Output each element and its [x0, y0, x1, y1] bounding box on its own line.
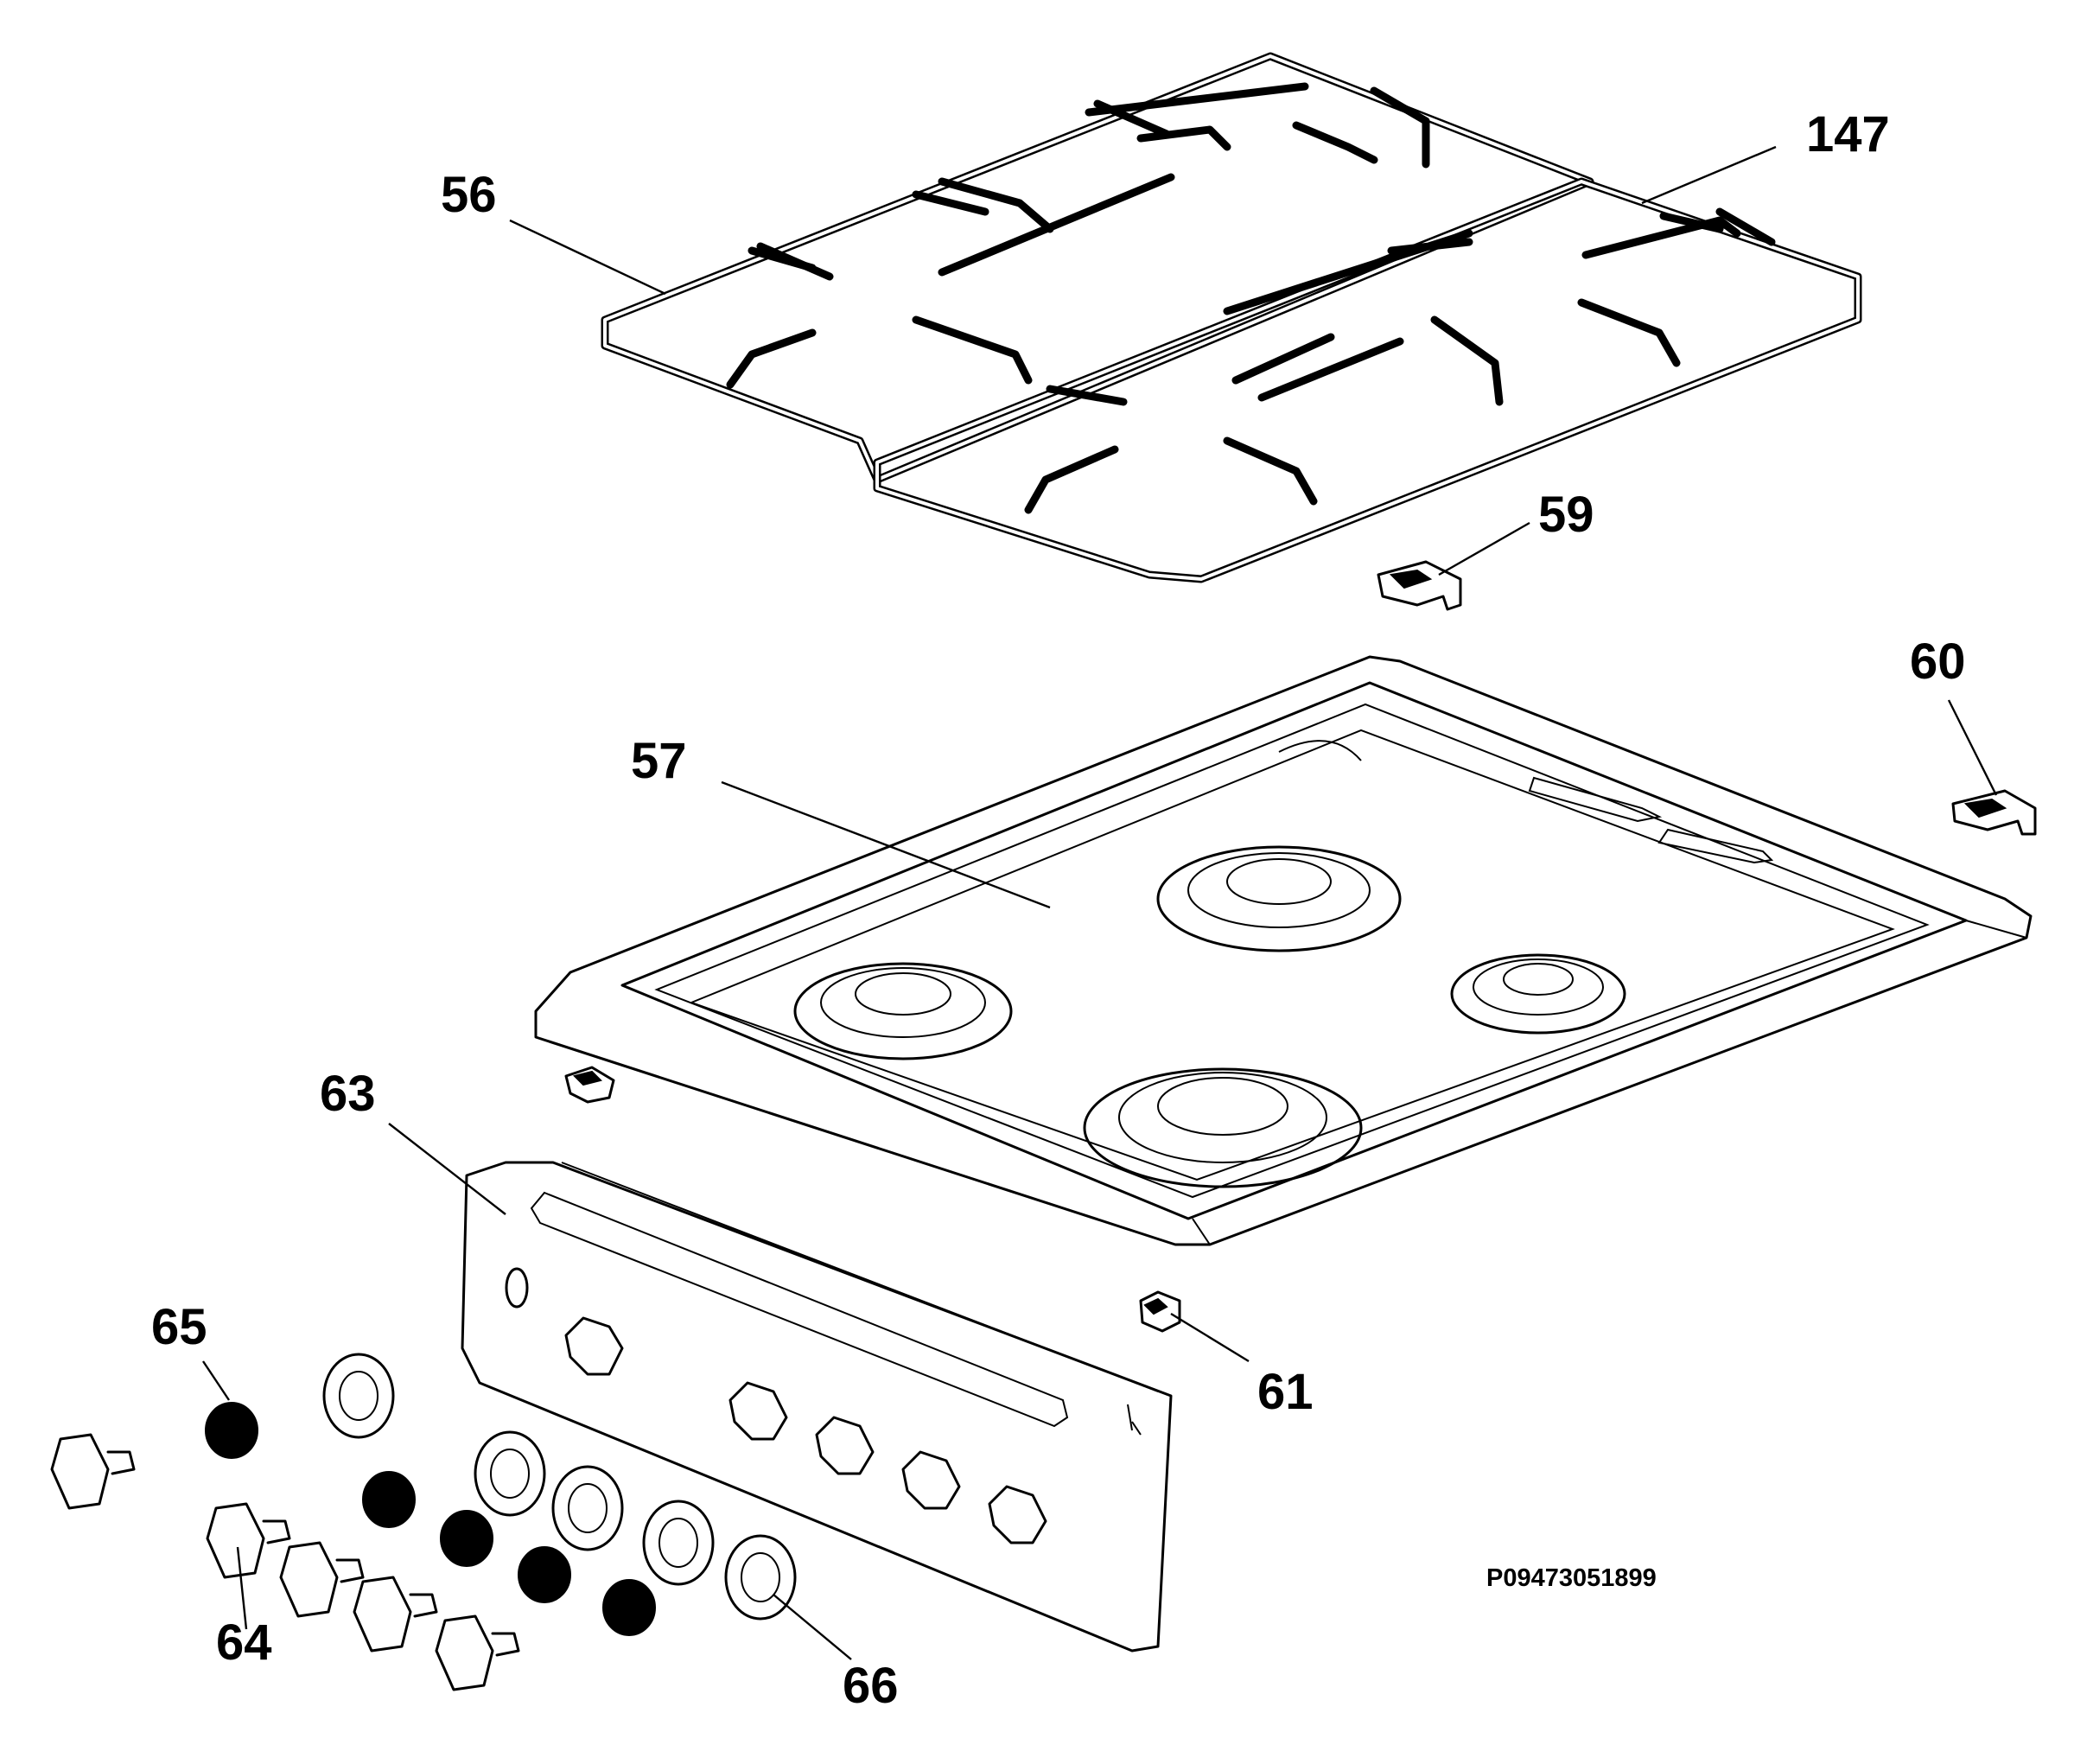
callout-63: 63: [320, 1066, 376, 1122]
callout-59: 59: [1538, 487, 1594, 543]
callout-147: 147: [1806, 106, 1890, 162]
hob-top-57: [534, 655, 2033, 1246]
callout-labels: 56 147 59 60 57 63 61 65 64 66 P09473051…: [151, 106, 1966, 1714]
clip-59: [1377, 560, 1462, 611]
callout-64: 64: [216, 1614, 272, 1671]
control-panel-63: [461, 1161, 1173, 1653]
callout-60: 60: [1910, 634, 1966, 690]
callout-65: 65: [151, 1299, 207, 1355]
clip-60: [1951, 789, 2037, 836]
callout-61: 61: [1257, 1364, 1314, 1420]
inserts-65: [205, 1402, 656, 1636]
clip-front-left: [564, 1066, 615, 1104]
callout-66: 66: [843, 1658, 899, 1714]
pan-support-right: [873, 177, 1862, 583]
pan-support-left: [601, 52, 1594, 484]
leader-lines: [202, 145, 1998, 1660]
callout-56: 56: [441, 167, 497, 223]
drawing-code: P09473051899: [1486, 1564, 1657, 1592]
knobs-64: [50, 1433, 520, 1691]
callout-57: 57: [631, 733, 687, 789]
clip-61: [1139, 1290, 1181, 1333]
bezels-66: [322, 1353, 797, 1621]
